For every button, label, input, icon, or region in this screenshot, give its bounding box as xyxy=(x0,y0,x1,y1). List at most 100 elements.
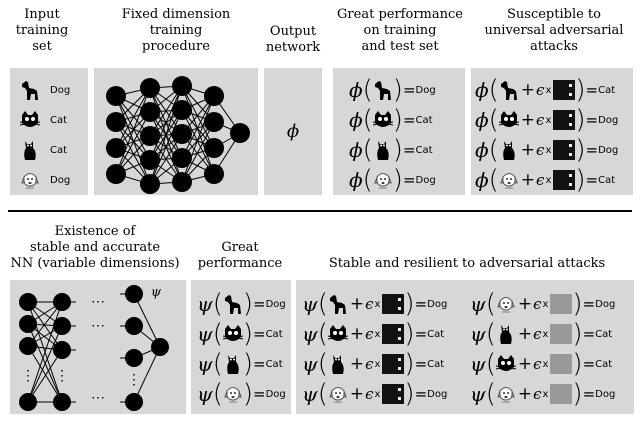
dog-icon xyxy=(373,79,393,101)
times-sign: x xyxy=(545,84,552,96)
puppy-sketch-icon xyxy=(499,169,519,191)
plus-sign: + xyxy=(349,324,365,344)
stable-accurate-nn-header: Existence of stable and accurate NN (var… xyxy=(10,224,180,271)
input-vertical-ellipsis: ⋮ xyxy=(21,368,35,384)
input-training-set-header: Input training set xyxy=(15,7,69,54)
cat-sitting-icon xyxy=(499,139,519,161)
equals-sign: = xyxy=(402,111,416,129)
network-edge xyxy=(115,95,151,161)
open-paren: ( xyxy=(485,349,496,379)
network-node xyxy=(53,317,71,335)
network-edge xyxy=(133,293,161,348)
phi-symbol: ϕ xyxy=(475,168,489,192)
perturbation-patch xyxy=(382,324,405,344)
psi-symbol: ψ xyxy=(302,352,318,376)
network-edge xyxy=(181,121,215,183)
network-edge xyxy=(115,87,151,175)
network-node xyxy=(172,124,192,144)
noise-patch xyxy=(550,294,573,314)
open-paren: ( xyxy=(362,165,373,195)
perturbation-patch xyxy=(382,354,405,374)
network-node xyxy=(106,164,126,184)
dog-icon xyxy=(499,79,519,101)
times-sign: x xyxy=(374,358,381,370)
cat-sitting-icon xyxy=(223,353,243,375)
open-paren: ( xyxy=(212,319,223,349)
epsilon-symbol: ϵ xyxy=(533,295,542,313)
noise-patch xyxy=(550,384,573,404)
noise-patch xyxy=(550,324,573,344)
open-paren: ( xyxy=(488,105,499,135)
times-sign: x xyxy=(374,328,381,340)
perturbation-patch xyxy=(382,384,405,404)
epsilon-symbol: ϵ xyxy=(533,325,542,343)
puppy-sketch-icon xyxy=(223,383,243,405)
class-label: Cat xyxy=(595,358,613,370)
plus-sign: + xyxy=(520,140,536,160)
classification-row: ψ()=Dog xyxy=(191,381,291,407)
puppy-sketch-icon xyxy=(496,383,516,405)
dog-icon xyxy=(328,293,348,315)
training-sample: Cat xyxy=(10,107,88,133)
open-paren: ( xyxy=(362,105,373,135)
network-edge xyxy=(27,301,63,403)
fixed-network-diagram xyxy=(106,76,250,194)
puppy-sketch-icon xyxy=(496,293,516,315)
close-paren: ) xyxy=(392,165,403,195)
network-node xyxy=(53,293,71,311)
dog-icon xyxy=(20,79,40,101)
fixed-network-panel xyxy=(94,68,258,195)
close-paren: ) xyxy=(404,319,415,349)
training-label: Dog xyxy=(50,84,71,96)
equals-sign: = xyxy=(582,355,596,373)
network-node xyxy=(19,393,37,411)
network-node xyxy=(106,112,126,132)
network-node xyxy=(140,174,160,194)
class-label: Cat xyxy=(595,328,613,340)
network-edge xyxy=(133,346,161,403)
class-label: Cat xyxy=(265,358,283,370)
network-node xyxy=(204,164,224,184)
close-paren: ) xyxy=(242,379,253,409)
close-paren: ) xyxy=(572,319,583,349)
network-node xyxy=(19,293,37,311)
close-paren: ) xyxy=(242,319,253,349)
training-label: Dog xyxy=(50,174,71,186)
network-node xyxy=(125,349,143,367)
plus-sign: + xyxy=(349,294,365,314)
equals-sign: = xyxy=(414,325,428,343)
close-paren: ) xyxy=(392,105,403,135)
network-node xyxy=(53,341,71,359)
network-edge xyxy=(181,85,215,149)
close-paren: ) xyxy=(572,379,583,409)
noise-patch xyxy=(550,354,573,374)
psi-symbol: ψ xyxy=(302,292,318,316)
equals-sign: = xyxy=(585,141,599,159)
phi-symbol: ϕ xyxy=(475,78,489,102)
network-node xyxy=(140,102,160,122)
classification-row: ϕ()=Dog xyxy=(333,167,465,193)
stable-resilient-header: Stable and resilient to adversarial atta… xyxy=(328,256,606,271)
plus-sign: + xyxy=(517,294,533,314)
equals-sign: = xyxy=(253,385,266,403)
class-label: Cat xyxy=(427,328,445,340)
equals-sign: = xyxy=(253,325,266,343)
times-sign: x xyxy=(542,298,549,310)
epsilon-symbol: ϵ xyxy=(536,111,545,129)
great-performance-bottom-header: Great performance xyxy=(197,240,283,271)
open-paren: ( xyxy=(212,379,223,409)
hidden-layers-ellipsis: ⋯ xyxy=(91,318,105,334)
cat-face-icon xyxy=(223,323,243,345)
equals-sign: = xyxy=(414,295,428,313)
network-edge xyxy=(149,109,183,185)
close-paren: ) xyxy=(575,75,586,105)
equals-sign: = xyxy=(414,355,428,373)
classification-row: ψ()=Cat xyxy=(191,351,291,377)
